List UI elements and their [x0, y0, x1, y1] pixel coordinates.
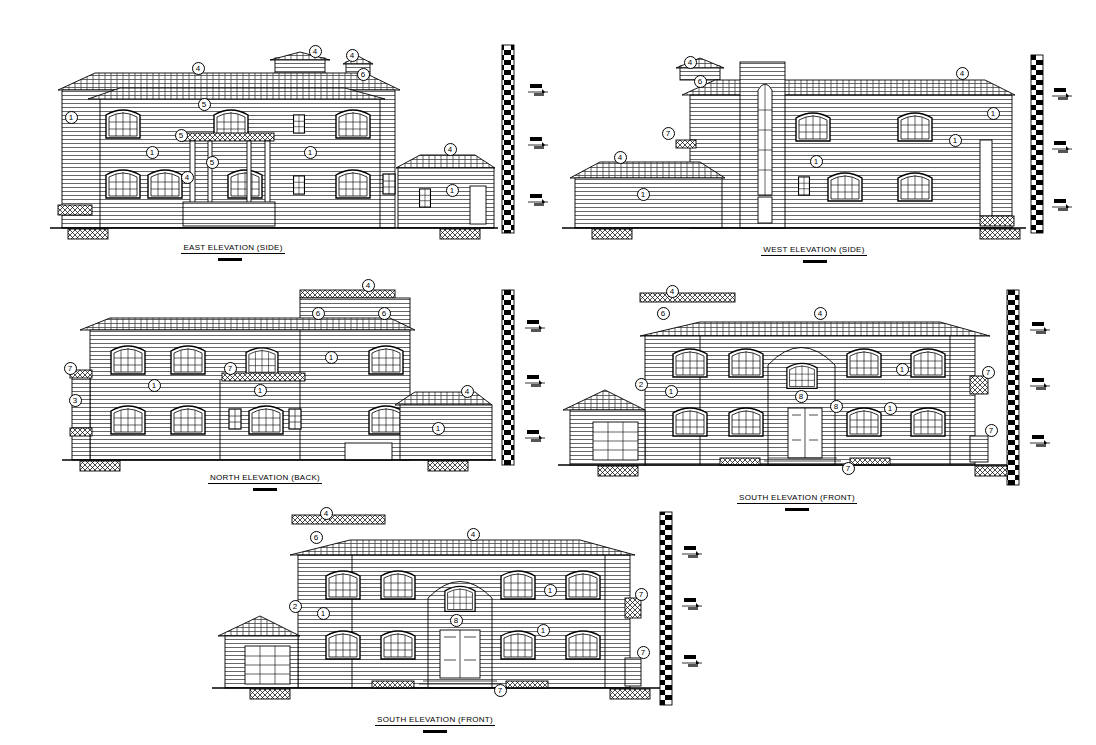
callout-number: 7 [985, 424, 998, 437]
callout-number: 4 [346, 49, 359, 62]
level-markers [525, 84, 1072, 667]
callout-number: 5 [175, 129, 188, 142]
callout-number: 6 [694, 75, 707, 88]
callout-number: 6 [310, 531, 323, 544]
callout-number: 6 [312, 307, 325, 320]
callout-number: 5 [206, 156, 219, 169]
callout-number: 1 [665, 385, 678, 398]
callout-number: 1 [637, 188, 650, 201]
elevation-title: EAST ELEVATION (SIDE) [181, 243, 284, 254]
callout-number: 1 [432, 422, 445, 435]
callout-number: 3 [69, 394, 82, 407]
callout-number: 8 [795, 390, 808, 403]
callout-number: 1 [146, 146, 159, 159]
elevation-title: WEST ELEVATION (SIDE) [761, 245, 866, 256]
callout-number: 4 [956, 67, 969, 80]
callout-number: 4 [461, 385, 474, 398]
callout-number: 4 [444, 143, 457, 156]
callout-number: 4 [181, 171, 194, 184]
callout-number: 4 [320, 507, 333, 520]
callout-number: 7 [662, 127, 675, 140]
elevation-title: SOUTH ELEVATION (FRONT) [737, 493, 857, 504]
callout-number: 2 [635, 378, 648, 391]
elevation-title: NORTH ELEVATION (BACK) [208, 473, 322, 484]
callout-number: 7 [637, 646, 650, 659]
callout-number: 7 [494, 684, 507, 697]
callout-number: 6 [378, 307, 391, 320]
callout-number: 7 [842, 462, 855, 475]
callout-number: 4 [362, 279, 375, 292]
callout-number: 6 [357, 68, 370, 81]
callout-number: 1 [148, 379, 161, 392]
callout-number: 4 [192, 62, 205, 75]
callout-number: 1 [65, 111, 78, 124]
callout-number: 7 [224, 362, 237, 375]
elevation-title: SOUTH ELEVATION (FRONT) [375, 715, 495, 726]
callout-number: 1 [325, 351, 338, 364]
callout-number: 8 [830, 400, 843, 413]
callout-number: 1 [304, 146, 317, 159]
callout-number: 7 [635, 588, 648, 601]
callout-number: 7 [64, 362, 77, 375]
callout-number: 4 [684, 56, 697, 69]
callout-number: 1 [949, 134, 962, 147]
callout-number: 1 [810, 155, 823, 168]
callout-number: 4 [309, 45, 322, 58]
callout-number: 1 [896, 363, 909, 376]
callout-number: 7 [982, 366, 995, 379]
callout-number: 5 [198, 98, 211, 111]
callout-number: 6 [657, 307, 670, 320]
callout-number: 2 [289, 600, 302, 613]
callout-number: 8 [450, 614, 463, 627]
scale-bars [218, 258, 827, 733]
callout-number: 1 [544, 584, 557, 597]
callout-number: 4 [666, 285, 679, 298]
callout-number: 1 [884, 402, 897, 415]
callout-number: 4 [467, 528, 480, 541]
callout-number: 4 [814, 307, 827, 320]
callout-number: 1 [537, 624, 550, 637]
callout-number: 4 [614, 151, 627, 164]
callout-number: 1 [446, 184, 459, 197]
callout-number: 1 [254, 384, 267, 397]
callout-number: 1 [987, 107, 1000, 120]
callout-number: 1 [317, 607, 330, 620]
